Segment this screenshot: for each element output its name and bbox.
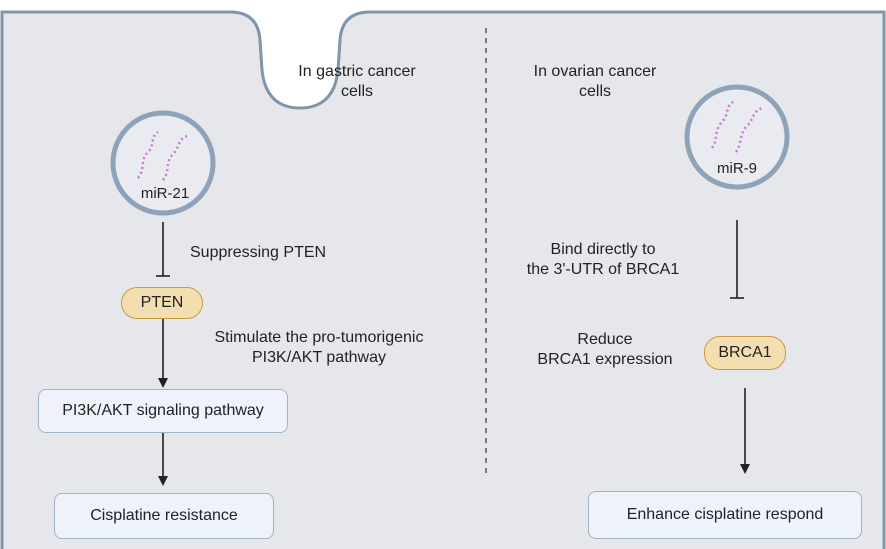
stimulate-line2: PI3K/AKT pathway [252, 349, 386, 366]
rna-strand-icon [734, 106, 763, 153]
pten-pill: PTEN [121, 287, 203, 319]
pi3k-akt-box: PI3K/AKT signaling pathway [38, 389, 288, 433]
bind-directly-label: Bind directly to the 3'-UTR of BRCA1 [508, 240, 698, 280]
right-heading-line2: cells [578, 83, 611, 100]
suppressing-pten-label: Suppressing PTEN [190, 244, 327, 261]
left-heading: In gastric cancer cells [272, 62, 442, 102]
arrowhead [158, 476, 168, 486]
reduce-line1: Reduce [577, 331, 633, 348]
right-heading: In ovarian cancer cells [510, 62, 680, 102]
arrowhead [158, 378, 168, 388]
right-heading-line1: In ovarian cancer [533, 63, 657, 80]
bind-line2: the 3'-UTR of BRCA1 [526, 261, 680, 278]
stimulate-line1: Stimulate the pro-tumorigenic [214, 329, 424, 346]
mir21-label: miR-21 [140, 185, 190, 202]
mir9-vesicle [684, 84, 790, 190]
brca1-pill: BRCA1 [704, 336, 786, 370]
reduce-line2: BRCA1 expression [537, 351, 673, 368]
mir21-vesicle [110, 110, 216, 216]
arrowhead [740, 464, 750, 474]
bind-line1: Bind directly to [550, 241, 656, 258]
left-heading-line2: cells [340, 83, 373, 100]
mir9-label: miR-9 [717, 160, 757, 177]
enhance-cisplatine-box: Enhance cisplatine respond [588, 491, 862, 539]
left-heading-line1: In gastric cancer [298, 63, 416, 80]
reduce-brca1-label: Reduce BRCA1 expression [520, 330, 690, 370]
stimulate-label: Stimulate the pro-tumorigenic PI3K/AKT p… [185, 328, 453, 368]
cisplatine-resistance-box: Cisplatine resistance [54, 493, 274, 539]
